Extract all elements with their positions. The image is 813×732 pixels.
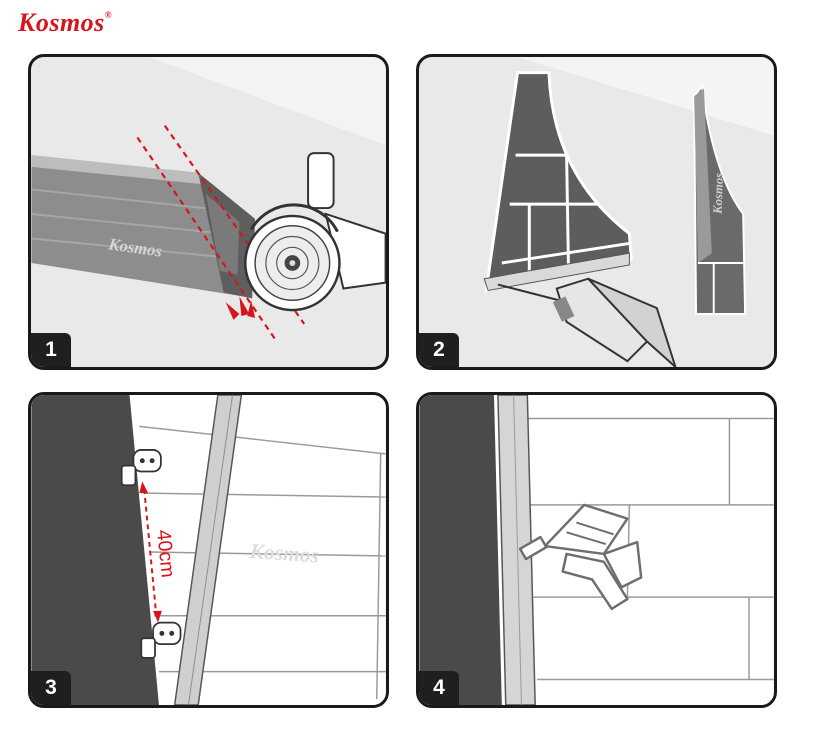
cutting-illustration: Kosmos xyxy=(31,57,386,343)
glue-illustration: Kosmos xyxy=(419,57,774,367)
brand-name: Kosmos xyxy=(18,8,105,37)
step-2-panel: Kosmos 2 xyxy=(416,54,777,370)
step-number-3: 3 xyxy=(31,671,71,705)
registered-mark: ® xyxy=(104,10,113,20)
step-3-panel: 40cm Kosmos 3 xyxy=(28,392,389,708)
step-number-2: 2 xyxy=(419,333,459,367)
clip-spacing-label: 40cm xyxy=(152,529,179,579)
final-installation-illustration xyxy=(419,395,774,705)
step-number-1: 1 xyxy=(31,333,71,367)
profile-watermark-2: Kosmos xyxy=(711,172,726,215)
step-1-panel: Kosmos 1 xyxy=(28,54,389,370)
clip-installation-illustration: 40cm Kosmos xyxy=(31,395,386,705)
floor-watermark: Kosmos xyxy=(248,539,320,568)
step-4-panel: 4 xyxy=(416,392,777,708)
step-number-4: 4 xyxy=(419,671,459,705)
brand-logo: Kosmos® xyxy=(18,8,112,38)
